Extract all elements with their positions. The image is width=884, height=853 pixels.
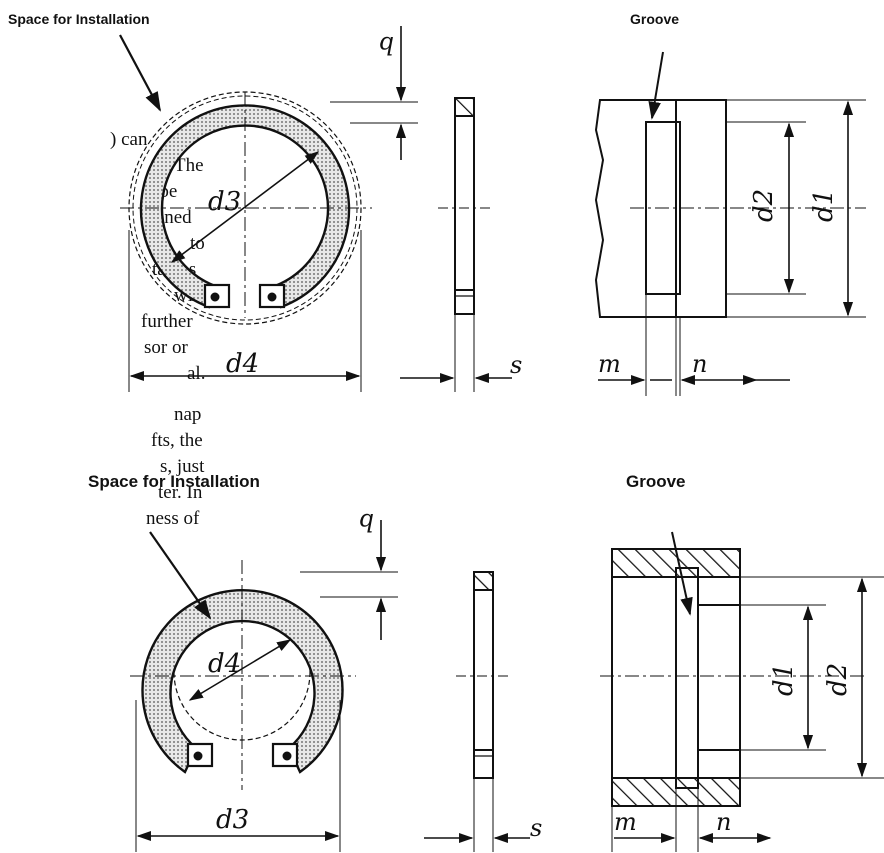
top-d2-label: d2 [749, 189, 779, 222]
bottom-d4-label: d4 [208, 649, 241, 679]
bottom-ring-front-view [130, 520, 398, 852]
text-fragment-15: ness of [146, 508, 200, 529]
text-fragment-13: s, just [160, 456, 205, 477]
text-fragment-11: nap [174, 404, 202, 425]
bottom-m-label: m [614, 808, 637, 836]
bottom-groove-view [600, 531, 884, 852]
text-fragment-12: fts, the [151, 430, 203, 451]
top-d3-label: d3 [208, 187, 241, 217]
top-groove-label: Groove [630, 11, 680, 27]
bottom-d1-label: d1 [769, 663, 799, 696]
text-fragment-9: sor or [144, 337, 188, 358]
bottom-space-label: Space for Installation [88, 472, 260, 491]
top-s-label: s [510, 351, 522, 379]
bottom-n-label: n [716, 808, 731, 836]
top-n-label: n [692, 350, 707, 378]
top-ring-front-view [119, 26, 418, 392]
top-m-label: m [598, 350, 621, 378]
text-fragment-1: ) can [110, 129, 148, 150]
top-groove-view [594, 51, 866, 396]
bottom-d3-label: d3 [216, 805, 249, 835]
bottom-b-label: b [359, 508, 374, 536]
bottom-s-label: s [530, 814, 542, 842]
bottom-d2-label: d2 [823, 663, 853, 696]
top-ring-side-view [400, 97, 512, 392]
top-b-label: b [379, 31, 394, 59]
text-fragment-14: ter. In [158, 482, 203, 503]
text-fragment-8: further [141, 311, 193, 332]
top-d1-label: d1 [809, 189, 839, 222]
bottom-ring-side-view [424, 571, 530, 852]
top-d4-label: d4 [226, 349, 259, 379]
top-space-label: Space for Installation [8, 11, 150, 27]
bottom-groove-label: Groove [626, 472, 686, 491]
